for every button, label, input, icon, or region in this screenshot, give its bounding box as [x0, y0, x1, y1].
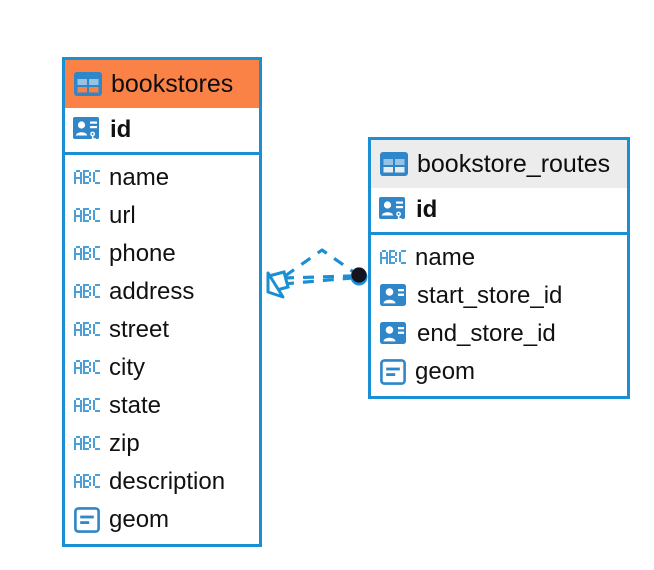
field-row[interactable]: name [65, 159, 259, 197]
text-abc-icon [74, 284, 100, 298]
entity-title: bookstore_routes [417, 149, 611, 178]
field-name: name [109, 164, 170, 191]
field-name: url [109, 202, 136, 229]
text-abc-icon [74, 208, 100, 222]
entity-bookstore-routes[interactable]: bookstore_routes id [368, 137, 630, 399]
geometry-icon [380, 359, 406, 385]
field-row[interactable]: id [65, 108, 259, 152]
header-separator [65, 152, 259, 155]
foreign-key-icon [380, 284, 406, 306]
text-abc-icon [380, 250, 406, 264]
field-row[interactable]: phone [65, 235, 259, 273]
field-name: phone [109, 240, 176, 267]
field-row[interactable]: zip [65, 425, 259, 463]
entity-header-bookstore-routes[interactable]: bookstore_routes [371, 140, 627, 188]
field-row[interactable]: street [65, 311, 259, 349]
field-row[interactable]: name [371, 239, 627, 277]
text-abc-icon [74, 436, 100, 450]
field-name: city [109, 354, 145, 381]
entity-header-bookstores[interactable]: bookstores [65, 60, 259, 108]
table-icon [74, 72, 102, 96]
field-row[interactable]: state [65, 387, 259, 425]
text-abc-icon [74, 398, 100, 412]
relationship-lines [282, 248, 356, 286]
foreign-key-icon [380, 322, 406, 344]
field-name: description [109, 468, 226, 495]
field-row[interactable]: city [65, 349, 259, 387]
field-list: name url [65, 155, 259, 545]
field-name: id [110, 116, 132, 143]
entity-title: bookstores [111, 69, 234, 98]
text-abc-icon [74, 246, 100, 260]
field-name: address [109, 278, 195, 305]
field-row[interactable]: geom [371, 353, 627, 391]
field-name: geom [415, 358, 476, 385]
field-name: zip [109, 430, 140, 457]
field-row[interactable]: address [65, 273, 259, 311]
field-name: end_store_id [417, 320, 556, 347]
field-row[interactable]: id [371, 188, 627, 232]
field-name: street [109, 316, 170, 343]
field-name: name [415, 244, 476, 271]
field-row[interactable]: end_store_id [371, 315, 627, 353]
header-separator [371, 232, 627, 235]
field-name: state [109, 392, 162, 419]
field-name: start_store_id [417, 282, 563, 309]
source-diamond-marker [266, 270, 290, 299]
text-abc-icon [74, 170, 100, 184]
field-row[interactable]: geom [65, 501, 259, 539]
field-name: id [416, 196, 438, 223]
field-name: geom [109, 506, 170, 533]
field-row[interactable]: url [65, 197, 259, 235]
field-row[interactable]: description [65, 463, 259, 501]
primary-key-icon [379, 197, 405, 223]
text-abc-icon [74, 474, 100, 488]
text-abc-icon [74, 322, 100, 336]
entity-bookstores[interactable]: bookstores id [62, 57, 262, 547]
target-circle-marker [350, 267, 368, 286]
primary-key-icon [73, 117, 99, 143]
text-abc-icon [74, 360, 100, 374]
field-list: name start_store_id [371, 235, 627, 397]
table-icon [380, 152, 408, 176]
field-row[interactable]: start_store_id [371, 277, 627, 315]
geometry-icon [74, 507, 100, 533]
